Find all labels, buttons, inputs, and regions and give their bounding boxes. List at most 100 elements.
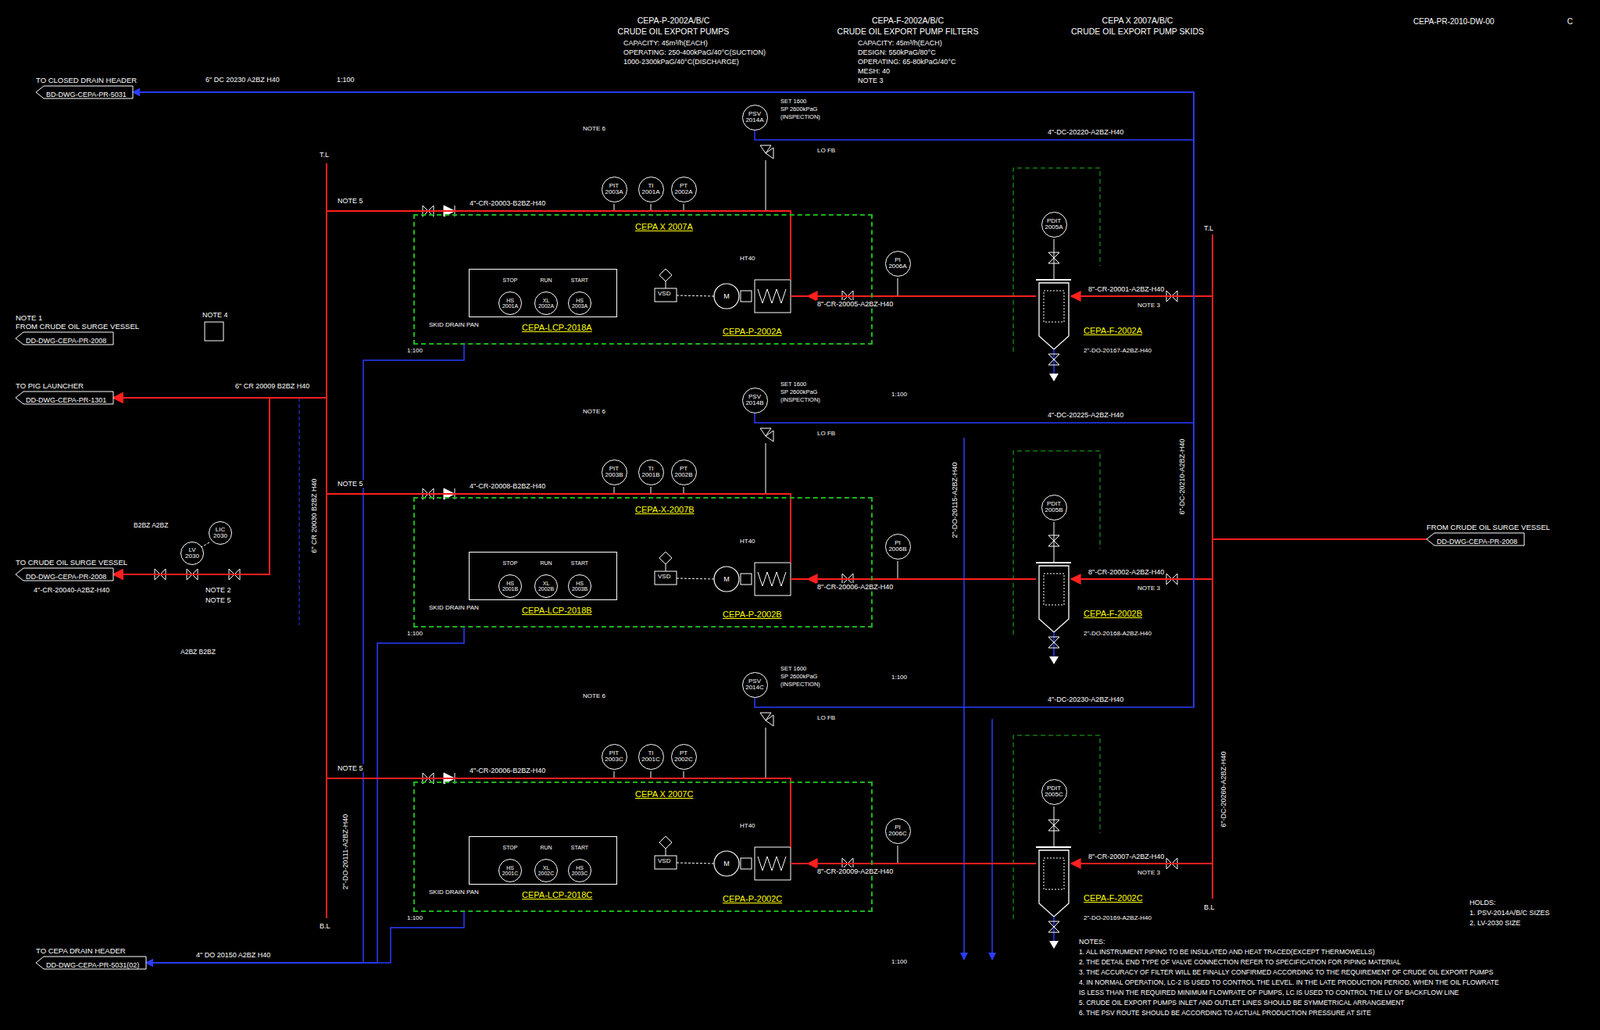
skid-boundary: HS 2001AXL 2002AHS 2003ACEPA-LCP-2018ACE… — [413, 214, 873, 345]
annotation-text: NOTE 2 — [204, 585, 233, 594]
annotation-text: NOTES: — [1078, 937, 1107, 946]
equipment-tag: CEPA-X-2007B — [634, 504, 696, 515]
instrument-bubble: XL 2002B — [534, 574, 558, 598]
equipment-tag: CEPA-P-2002A — [721, 326, 783, 337]
instrument-bubble: PIT 2003A — [601, 176, 628, 203]
process-line — [1071, 539, 1427, 579]
annotation-text: STOP — [502, 844, 519, 851]
annotation-text: 1000-2300kPaG/40°C(DISCHARGE) — [622, 57, 740, 66]
line-number: 8"-CR-20005-A2BZ-H40 — [816, 300, 894, 308]
annotation-text: START — [570, 277, 590, 284]
annotation-text: LO FB — [816, 429, 836, 437]
line-number: 8"-CR-20009-A2BZ-H40 — [816, 867, 894, 875]
filter-vessel: CEPA-F-2002C — [1035, 844, 1072, 917]
instrument-bubble: HS 2003C — [567, 858, 592, 883]
annotation-text: NOTE 5 — [336, 196, 365, 205]
annotation-text: CRUDE OIL EXPORT PUMP FILTERS — [836, 26, 980, 36]
off-page-connector: TO CLOSED DRAIN HEADERBD-DWG-CEPA-PR-503… — [35, 85, 133, 99]
instrument-bubble: PT 2002B — [671, 459, 697, 486]
drain-line — [991, 718, 993, 960]
off-page-connector: FROM CRUDE OIL SURGE VESSELDD-DWG-CEPA-P… — [1426, 532, 1525, 546]
instrument-tag: LV 2030 — [185, 546, 200, 561]
signal-line — [201, 542, 210, 547]
instrument-tag: LIC 2030 — [213, 526, 228, 540]
connector-heading: FROM CRUDE OIL SURGE VESSEL — [1426, 523, 1550, 533]
skid-boundary: HS 2001BXL 2002BHS 2003BCEPA-LCP-2018BCE… — [413, 496, 873, 628]
annotation-text: SP 2600kPaG — [779, 389, 818, 397]
instrument-tag: PSV 2014C — [745, 678, 765, 692]
off-page-connector: TO CEPA DRAIN HEADERDD-DWG-CEPA-PR-5031(… — [35, 956, 147, 969]
instrument-tag: PI 2006B — [888, 539, 907, 554]
filter-vessel: CEPA-F-2002A — [1035, 277, 1072, 350]
annotation-text: HOLDS: — [1468, 898, 1497, 907]
pump-symbol: CEPA-P-2002A — [712, 273, 808, 318]
instrument-tag: PDIT 2005C — [1044, 785, 1064, 799]
annotation-text: NOTE 5 — [336, 479, 365, 488]
annotation-text: 2"-DO-20115-A2BZ-H40 — [950, 460, 959, 539]
instrument-tag: TI 2001C — [641, 750, 661, 764]
connector-heading: TO CEPA DRAIN HEADER — [35, 946, 126, 956]
control-panel: HS 2001AXL 2002AHS 2003ACEPA-LCP-2018A — [468, 268, 618, 318]
line-number: 4"-CR-20003-B2BZ-H40 — [468, 199, 547, 208]
annotation-text: 4"-CR-20040-A2BZ-H40 — [32, 585, 111, 594]
instrument-bubble: PT 2002C — [671, 743, 697, 770]
annotation-text: NOTE 4 — [201, 310, 229, 319]
annotation-text: CRUDE OIL EXPORT PUMPS — [617, 26, 731, 36]
annotation-text: 6"-DC-20210-A2BZ-H40 — [1178, 437, 1186, 515]
annotation-text: NOTE 3 — [1136, 868, 1161, 876]
annotation-text: 6" CR 20009 B2BZ H40 — [234, 382, 311, 390]
connector-heading-group: TO CRUDE OIL SURGE VESSEL — [15, 558, 128, 568]
annotation-text: START — [570, 560, 590, 567]
annotation-text: 1:100 — [406, 346, 424, 354]
equipment-tag: CEPA-LCP-2018C — [521, 889, 593, 900]
connector-heading: TO CRUDE OIL SURGE VESSEL — [15, 558, 128, 568]
line-number: 4" DO 20150 A2BZ H40 — [195, 950, 272, 959]
connector-outline — [1426, 532, 1525, 546]
line-number: 8"-CR-20001-A2BZ-H40 — [1087, 285, 1165, 293]
annotation-text: 1:100 — [406, 914, 424, 922]
instrument-bubble: PSV 2014B — [742, 387, 768, 414]
process-line — [113, 397, 791, 575]
annotation-text: 2"-DO-20168-A2BZ-H40 — [1082, 629, 1153, 637]
instrument-tag: PDIT 2005A — [1044, 217, 1063, 232]
instrument-bubble: TI 2001B — [638, 459, 665, 486]
connector-outline — [1426, 532, 1525, 546]
annotation-text: 3. THE ACCURACY OF FILTER WILL BE FINALL… — [1078, 968, 1494, 977]
process-line — [113, 397, 791, 841]
line-number: 8"-CR-20007-A2BZ-H40 — [1087, 852, 1165, 861]
annotation-text: 6. THE PSV ROUTE SHOULD BE ACCORDING TO … — [1078, 1009, 1372, 1018]
annotation-text: 6"-DC-20260-A2BZ-H40 — [1219, 750, 1228, 828]
instrument-tag: XL 2002A — [538, 297, 554, 310]
annotation-text: 1:100 — [890, 673, 908, 681]
annotation-text: OPERATING: 250-400kPaG/40°C(SUCTION) — [622, 48, 767, 57]
annotation-text: STOP — [502, 277, 519, 284]
annotation-text: M — [722, 859, 731, 868]
line-number: 8"-CR-20006-A2BZ-H40 — [816, 582, 894, 591]
line-number: 4"-DC-20230-A2BZ-H40 — [1046, 695, 1125, 704]
drain-line — [963, 437, 965, 960]
drawing-number: DD-DWG-CEPA-PR-5031(02) — [35, 958, 143, 972]
process-line — [113, 397, 791, 557]
instrument-tag: PIT 2003A — [604, 182, 623, 197]
connector-outline — [35, 956, 147, 969]
instrument-tag: PSV 2014B — [745, 393, 764, 408]
connector-heading: TO PIG LAUNCHER — [15, 382, 84, 391]
instrument-tag: XL 2002C — [538, 864, 555, 877]
annotation-text: C — [1566, 17, 1574, 27]
connector-outline — [35, 85, 133, 99]
instrument-tag: HS 2003B — [571, 580, 588, 593]
annotation-text: STOP — [502, 560, 519, 567]
signal-line — [299, 397, 300, 625]
equipment-tag: CEPA-F-2002A — [1082, 325, 1143, 336]
instrument-tag: HS 2001B — [502, 580, 518, 593]
annotation-text: 6" DC 20230 A2BZ H40 — [204, 75, 281, 84]
drain-line — [146, 344, 465, 963]
drain-line — [146, 627, 465, 963]
instrument-bubble: PI 2006A — [885, 250, 911, 277]
off-page-connector: TO CRUDE OIL SURGE VESSELDD-DWG-CEPA-PR-… — [15, 567, 114, 581]
annotation-text: SKID DRAIN PAN — [428, 603, 480, 611]
instrument-bubble: HS 2001A — [498, 291, 522, 315]
annotation-text: NOTE 6 — [582, 407, 607, 415]
